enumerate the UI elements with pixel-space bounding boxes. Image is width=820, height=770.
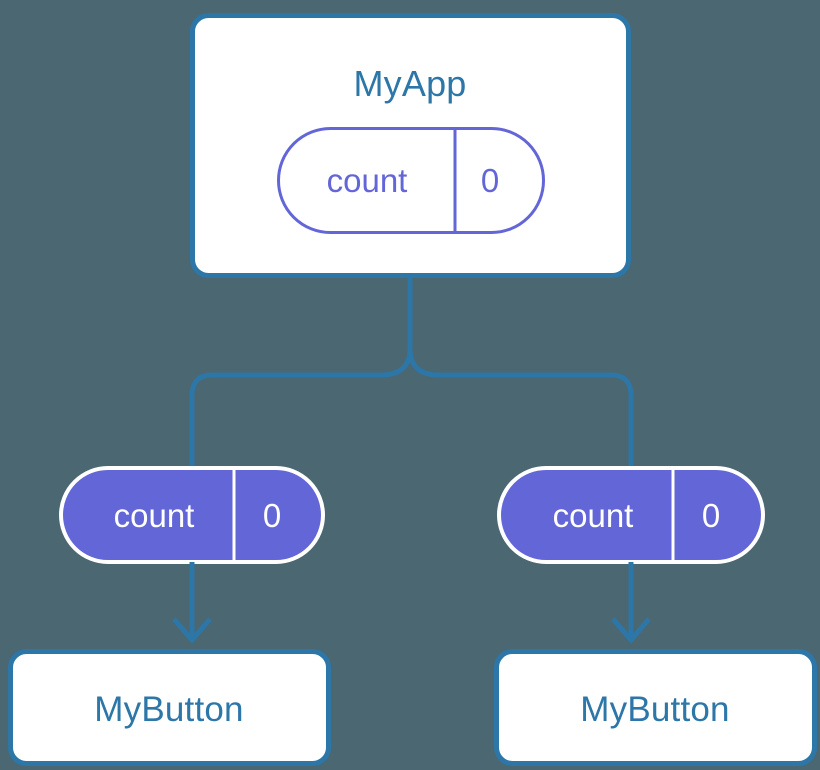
fork-right-curve (407, 348, 611, 378)
right-branch-line (610, 372, 634, 466)
root-state-pill-value: 0 (481, 162, 499, 199)
left-prop-pill-value: 0 (263, 497, 281, 534)
left-prop-pill[interactable]: count 0 (59, 466, 325, 564)
left-prop-pill-key: count (114, 497, 195, 534)
prop-arrow-group (172, 562, 651, 644)
right-prop-pill-value: 0 (702, 497, 720, 534)
right-child-component-box (494, 649, 817, 766)
right-prop-pill[interactable]: count 0 (497, 466, 765, 564)
right-child-component-title: MyButton (580, 690, 729, 729)
connector-group (189, 277, 634, 466)
right-child-component[interactable]: MyButton (494, 649, 817, 766)
right-prop-pill-key: count (553, 497, 634, 534)
left-branch-line (189, 372, 213, 466)
left-prop-arrow-head (172, 617, 212, 644)
root-component-title: MyApp (353, 63, 466, 104)
left-child-component-title: MyButton (94, 690, 243, 729)
left-child-component[interactable]: MyButton (8, 649, 331, 766)
root-state-pill-body (277, 127, 545, 234)
root-state-pill-key: count (327, 162, 408, 199)
left-child-component-box (8, 649, 331, 766)
right-prop-arrow-head (611, 617, 651, 644)
root-component[interactable]: MyApp count 0 (190, 13, 631, 278)
fork-left-curve (212, 348, 413, 378)
root-state-pill[interactable]: count 0 (277, 127, 545, 234)
